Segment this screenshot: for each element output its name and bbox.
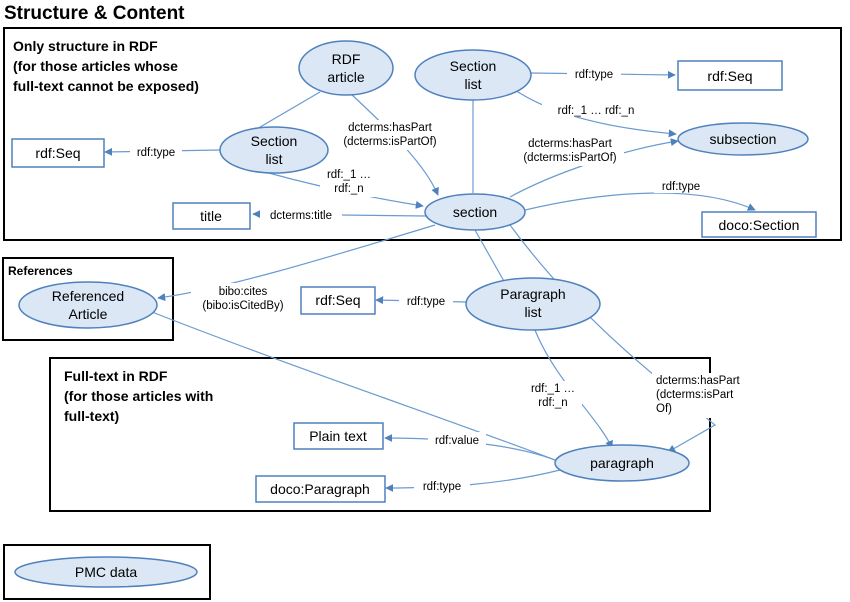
svg-text:subsection: subsection [710,131,777,147]
edge-label-article-haspart: dcterms:hasPart(dcterms:isPartOf) [336,120,444,150]
edge-top-members [514,89,677,138]
node-doco-paragraph: doco:Paragraph [255,475,386,503]
node-rdfseq-mid: rdf:Seq [300,286,376,315]
node-plain-text: Plain text [293,422,384,450]
svg-text:doco:Section: doco:Section [719,217,800,233]
edge-label-left-type: rdf:type [130,144,182,159]
svg-text:rdf:type: rdf:type [423,481,461,493]
diagram-title: Structure & Content [4,3,185,24]
svg-text:rdf:type: rdf:type [575,69,613,81]
edge-label-top-type: rdf:type [567,66,621,81]
svg-text:Plain text: Plain text [309,428,367,444]
svg-text:PMC data: PMC data [75,564,137,580]
svg-text:rdf:_1 …rdf:_n: rdf:_1 …rdf:_n [327,169,371,195]
references-group-box [2,257,174,341]
edge-label-cites: bibo:cites(bibo:isCitedBy) [191,283,295,313]
svg-text:bibo:cites(bibo:isCitedBy): bibo:cites(bibo:isCitedBy) [202,286,283,312]
structure-group-box [3,27,842,241]
svg-text:doco:Paragraph: doco:Paragraph [270,481,370,497]
node-section: section [424,193,526,231]
node-title: title [172,202,251,230]
edge-label-left-members: rdf:_1 …rdf:_n [320,167,378,197]
node-subsection: subsection [677,122,809,156]
edge-article-section-list [254,91,321,131]
legend-box [3,544,211,600]
edge-article-paragraph [151,311,556,461]
edge-label-section-title: dcterms:title [260,207,342,222]
edge-label-para-value: rdf:value [428,432,486,447]
edge-label-para-members: rdf:_1 …rdf:_n [524,381,582,411]
node-rdfseq-top: rdf:Seq [677,60,783,91]
svg-text:rdf:type: rdf:type [407,296,445,308]
edge-para-type [385,469,561,492]
legend-pmc-data: PMC data [14,556,198,588]
node-doco-section: doco:Section [701,211,817,238]
svg-text:dcterms:hasPart(dcterms:isPart: dcterms:hasPart(dcterms:isPartOf) [523,138,616,164]
edge-section-type [524,192,756,211]
svg-text:rdf:_1 … rdf:_n: rdf:_1 … rdf:_n [558,105,635,117]
references-group-title: References [8,264,73,278]
edge-cites [157,224,436,302]
svg-text:paragraph: paragraph [590,455,654,471]
edge-label-section-type: rdf:type [654,178,708,193]
edge-section-paragraph-list [474,229,506,284]
node-paragraph: paragraph [554,444,690,482]
fulltext-group-box [49,357,711,512]
node-rdfseq-left: rdf:Seq [11,138,105,168]
edge-label-section-haspart: dcterms:hasPart(dcterms:isPartOf) [516,136,624,166]
svg-text:rdf:type: rdf:type [137,147,175,159]
svg-text:dcterms:title: dcterms:title [270,210,332,222]
svg-text:section: section [453,204,497,220]
svg-text:rdf:Seq: rdf:Seq [315,292,360,308]
svg-text:rdf:Seq: rdf:Seq [707,68,752,84]
fulltext-group-title: Full-text in RDF(for those articles with… [64,368,213,424]
svg-text:rdf:type: rdf:type [662,181,700,193]
structure-group-title: Only structure in RDF(for those articles… [13,38,199,94]
svg-text:dcterms:hasPart(dcterms:isPart: dcterms:hasPart(dcterms:isPartOf) [343,122,436,148]
edge-label-para-list-type: rdf:type [399,293,453,308]
svg-text:rdf:_1 …rdf:_n: rdf:_1 …rdf:_n [531,383,575,409]
edge-label-para-type: rdf:type [414,478,470,493]
svg-text:dcterms:hasPart(dcterms:isPart: dcterms:hasPart(dcterms:isPartOf) [656,375,741,415]
svg-text:rdf:value: rdf:value [435,435,479,447]
edge-label-top-members: rdf:_1 … rdf:_n [542,102,650,117]
svg-text:title: title [200,208,222,224]
svg-text:rdf:Seq: rdf:Seq [35,145,80,161]
